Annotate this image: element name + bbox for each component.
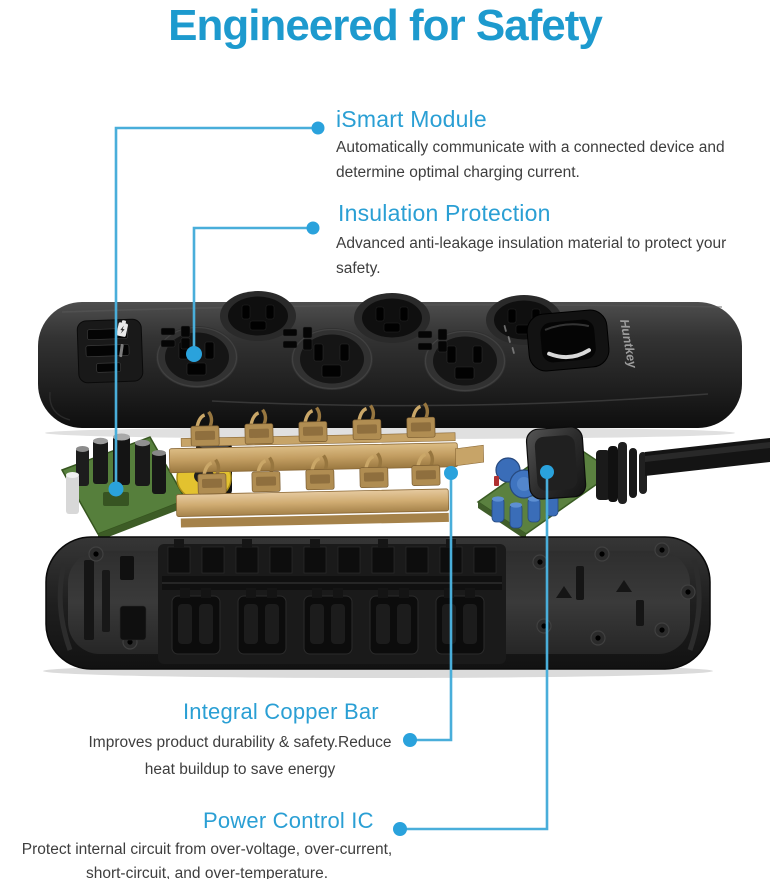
insulation-label-dot <box>306 221 320 235</box>
switch-label-marks <box>503 325 515 354</box>
integral-copper-bars <box>168 401 484 528</box>
copper-bar-description-line2: heat buildup to save energy <box>144 761 336 778</box>
copper-bar-description-line1: Improves product durability & safety.Red… <box>88 734 392 751</box>
power-ic-label-dot <box>393 822 407 836</box>
callout-dots <box>108 121 554 836</box>
strip-left-edge <box>49 391 71 421</box>
usb-port-3 <box>96 362 122 373</box>
resistor-red <box>494 476 499 486</box>
shell-rib-block <box>158 539 506 664</box>
power-ic-description-line1: Protect internal circuit from over-volta… <box>21 841 393 858</box>
insulation-target-dot <box>186 346 202 362</box>
copper-bar-label-dot <box>403 733 417 747</box>
power-switch <box>526 309 610 372</box>
ismart-module-description: Automatically communicate with a connect… <box>336 139 725 181</box>
power-cord <box>596 438 770 504</box>
ismart-module-pcb <box>60 433 188 541</box>
cord-strain-relief <box>618 442 647 504</box>
internal-components <box>60 401 770 541</box>
capacitor-blue-1 <box>491 495 505 523</box>
copper-bar-callout-line <box>410 473 453 742</box>
ismart-module-heading: iSmart Module <box>336 106 487 132</box>
outlet-bottom-3 <box>423 329 507 393</box>
capacitor-blue-3 <box>527 495 541 523</box>
power-ic-target-dot <box>540 465 554 479</box>
power-strip-bottom-shell <box>43 536 713 678</box>
power-control-ic-heading: Power Control IC <box>203 808 374 833</box>
insulation-protection-description: Advanced anti-leakage insulation materia… <box>336 235 727 277</box>
charging-icon <box>116 320 128 337</box>
ismart-callout-line <box>114 126 318 489</box>
shell-left-ribs <box>84 546 147 650</box>
capacitor-blue-2 <box>509 501 523 529</box>
ismart-label-dot <box>311 121 325 135</box>
shell-screw-bosses <box>532 542 696 646</box>
power-ic-callout-line <box>400 472 549 831</box>
insulation-callout-line <box>192 226 313 354</box>
power-control-ic-description: Protect internal circuit from over-volta… <box>0 838 414 879</box>
integral-copper-bar-description: Improves product durability & safety.Red… <box>70 729 410 783</box>
shell-socket-modules <box>171 588 485 655</box>
usb-ports <box>76 318 144 384</box>
power-strip-top-shell: Huntkey <box>38 290 742 439</box>
callout-lines <box>114 126 549 831</box>
ismart-target-dot <box>108 481 124 497</box>
shell-left-wall <box>57 563 73 651</box>
shell-right-wall <box>687 559 702 651</box>
power-ic-description-line2: short-circuit, and over-temperature. <box>85 865 329 879</box>
page-title: Engineered for Safety <box>168 1 603 50</box>
strip-deck-seam <box>211 393 709 407</box>
relay-block <box>525 426 587 500</box>
usb-label-marks <box>119 344 124 358</box>
integral-copper-bar-heading: Integral Copper Bar <box>183 699 379 724</box>
insulation-protection-heading: Insulation Protection <box>338 200 551 226</box>
usb-port-2 <box>85 344 130 358</box>
copper-bar-target-dot <box>444 466 458 480</box>
